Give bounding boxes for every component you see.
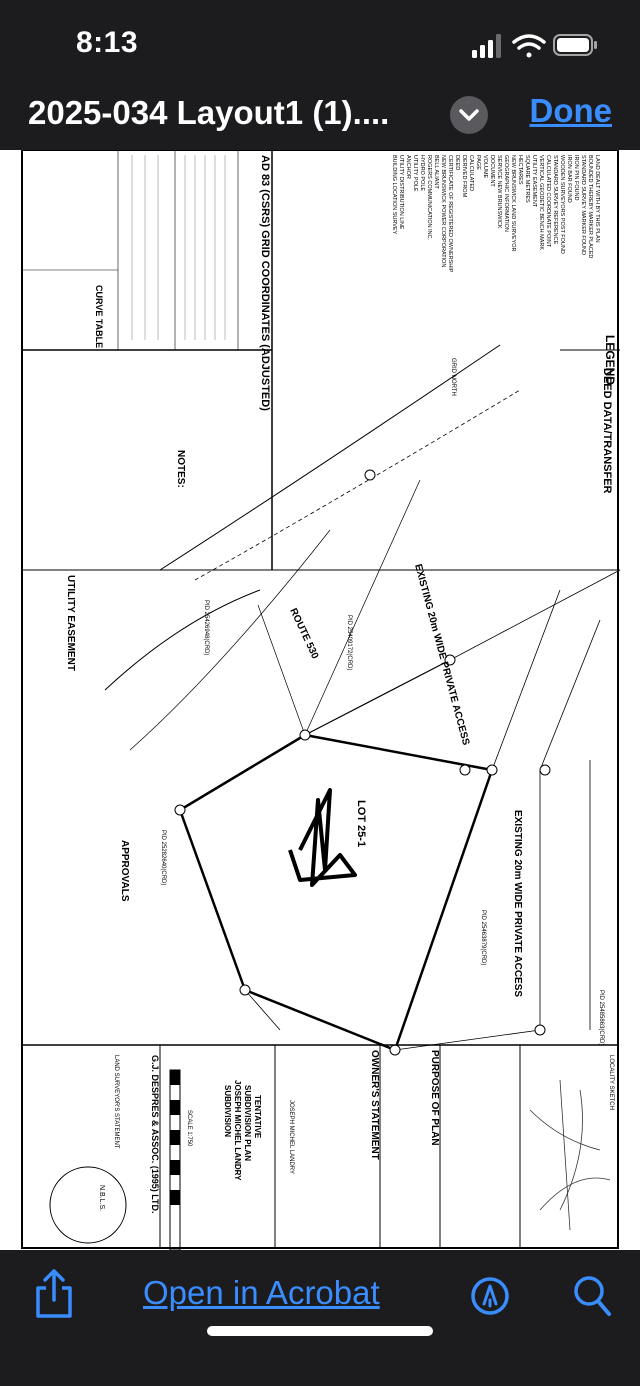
svg-text:PID 25463879(CRD): PID 25463879(CRD)	[480, 910, 486, 965]
chevron-down-icon	[459, 109, 479, 121]
document-viewer[interactable]: AD 83 (CSRS) GRID COORDINATES (ADJUSTED)…	[0, 150, 640, 1250]
svg-text:NEW BRUNSWICK POWER CORPORATIO: NEW BRUNSWICK POWER CORPORATION	[440, 155, 446, 267]
svg-text:UTILITY EASEMENT: UTILITY EASEMENT	[531, 155, 537, 208]
svg-text:SUBDIVISION: SUBDIVISION	[223, 1085, 232, 1137]
utility-easement-title: UTILITY EASEMENT	[65, 575, 76, 671]
svg-text:DEED: DEED	[454, 155, 460, 170]
lot-label: LOT 25-1	[355, 800, 367, 847]
legend-items: LAND DEALT WITH BY THIS PLAN BOUNDED THE…	[391, 155, 600, 273]
svg-text:SQUARE METRES: SQUARE METRES	[524, 155, 530, 203]
svg-text:GEOGRAPHIC INFORMATION: GEOGRAPHIC INFORMATION	[503, 155, 509, 232]
markup-icon[interactable]	[470, 1276, 510, 1316]
svg-text:STANDARD SURVEY MARKER FOUND: STANDARD SURVEY MARKER FOUND	[580, 155, 586, 255]
svg-text:SUBDIVISION PLAN: SUBDIVISION PLAN	[243, 1085, 252, 1161]
open-in-acrobat-link[interactable]: Open in Acrobat	[143, 1274, 380, 1311]
legend-title: LEGEND	[603, 335, 617, 385]
svg-text:ANCHOR: ANCHOR	[405, 155, 411, 179]
done-button[interactable]: Done	[529, 92, 613, 129]
scale-label: SCALE 1:750	[186, 1110, 192, 1147]
svg-text:SERVICE NEW BRUNSWICK: SERVICE NEW BRUNSWICK	[496, 155, 502, 229]
locality-sketch	[529, 1079, 611, 1231]
svg-text:HECTARES: HECTARES	[517, 155, 523, 185]
owners-statement-title: OWNER'S STATEMENT	[369, 1050, 380, 1160]
wifi-icon	[512, 34, 546, 58]
svg-text:IRON PIN FOUND: IRON PIN FOUND	[573, 155, 579, 201]
existing-access-label-2: EXISTING 20m WIDE PRIVATE ACCESS	[512, 810, 523, 997]
svg-text:PID 25409172(CRD): PID 25409172(CRD)	[346, 615, 352, 670]
surveyor-seal	[49, 1166, 127, 1244]
approvals-title: APPROVALS	[119, 840, 130, 902]
bottom-toolbar: Open in Acrobat	[0, 1250, 640, 1386]
seal-text: N.B.L.S.	[98, 1185, 105, 1211]
svg-text:NEW BRUNSWICK LAND SURVEYOR: NEW BRUNSWICK LAND SURVEYOR	[510, 155, 516, 251]
svg-text:VERTICAL GEODETIC BENCH MARK: VERTICAL GEODETIC BENCH MARK	[538, 155, 544, 250]
svg-text:CERTIFICATE OF REGISTERED OWNE: CERTIFICATE OF REGISTERED OWNERSHIP	[447, 155, 453, 273]
svg-text:BELL ALIANT: BELL ALIANT	[433, 155, 439, 189]
svg-text:ROGERS COMMUNICATION INC.: ROGERS COMMUNICATION INC.	[426, 155, 432, 241]
owner-name: JOSEPH MICHEL LANDRY	[288, 1100, 294, 1174]
search-icon[interactable]	[572, 1274, 612, 1318]
cellular-signal-icon	[472, 34, 501, 58]
status-icons	[472, 34, 597, 58]
svg-text:PID 25426948(CRD): PID 25426948(CRD)	[203, 600, 209, 655]
svg-text:STANDARD SURVEY REFERENCE: STANDARD SURVEY REFERENCE	[552, 155, 558, 245]
svg-text:BOUNDED THEREBY MARKER PLACED: BOUNDED THEREBY MARKER PLACED	[587, 155, 593, 258]
svg-text:VOLUME: VOLUME	[482, 155, 488, 179]
svg-text:WOODEN SURVEYORS POST FOUND: WOODEN SURVEYORS POST FOUND	[559, 155, 565, 254]
locality-title: LOCALITY SKETCH	[608, 1055, 614, 1110]
curve-table-title: CURVE TABLE	[94, 285, 104, 348]
svg-text:BUILDING LOCATION SURVEY: BUILDING LOCATION SURVEY	[391, 155, 397, 235]
svg-text:DERIVED FROM: DERIVED FROM	[461, 155, 467, 198]
svg-text:HYDRO POLE: HYDRO POLE	[419, 155, 425, 191]
notes-title: NOTES:	[175, 450, 186, 488]
svg-text:PAGE: PAGE	[475, 155, 481, 170]
document-title: 2025-034 Layout1 (1)....	[28, 94, 390, 131]
share-icon[interactable]	[32, 1268, 76, 1320]
battery-icon	[553, 34, 597, 56]
svg-text:CALCULATED COORDINATE POINT: CALCULATED COORDINATE POINT	[545, 155, 551, 248]
svg-text:IRON BAR FOUND: IRON BAR FOUND	[566, 155, 572, 203]
svg-text:PID 25282640(CRD): PID 25282640(CRD)	[160, 830, 166, 885]
svg-text:PID 25485863(CRD): PID 25485863(CRD)	[598, 990, 604, 1045]
home-indicator	[207, 1326, 433, 1336]
pid-labels: PID 25426948(CRD) PID 25409172(CRD) PID …	[160, 600, 604, 1045]
svg-text:UTILITY POLE: UTILITY POLE	[412, 155, 418, 192]
firm-name: G.J. DESPRES & ASSOC. (1995) LTD.	[150, 1055, 160, 1214]
svg-text:JOSEPH MICHEL LANDRY: JOSEPH MICHEL LANDRY	[233, 1080, 242, 1181]
svg-text:TENTATIVE: TENTATIVE	[253, 1095, 262, 1139]
survey-plan-drawing: AD 83 (CSRS) GRID COORDINATES (ADJUSTED)…	[0, 150, 640, 1250]
title-menu-button[interactable]	[450, 96, 488, 134]
status-time: 8:13	[76, 26, 139, 59]
title-bar: 2025-034 Layout1 (1).... Done	[0, 88, 640, 150]
svg-text:DOCUMENT: DOCUMENT	[489, 155, 495, 187]
surveyor-statement-title: LAND SURVEYOR'S STATEMENT	[113, 1055, 119, 1149]
coord-table-title: AD 83 (CSRS) GRID COORDINATES (ADJUSTED)	[259, 155, 271, 411]
svg-text:CALCULATED: CALCULATED	[468, 155, 474, 191]
purpose-title: PURPOSE OF PLAN	[429, 1050, 440, 1146]
plan-title: TENTATIVE SUBDIVISION PLAN JOSEPH MICHEL…	[223, 1080, 262, 1181]
svg-text:LAND DEALT WITH BY THIS PLAN: LAND DEALT WITH BY THIS PLAN	[594, 155, 600, 243]
svg-text:UTILITY DISTRIBUTION LINE: UTILITY DISTRIBUTION LINE	[398, 155, 404, 230]
deed-title: DEED DATA/TRANSFER	[601, 368, 613, 494]
status-bar: 8:13	[0, 0, 640, 88]
